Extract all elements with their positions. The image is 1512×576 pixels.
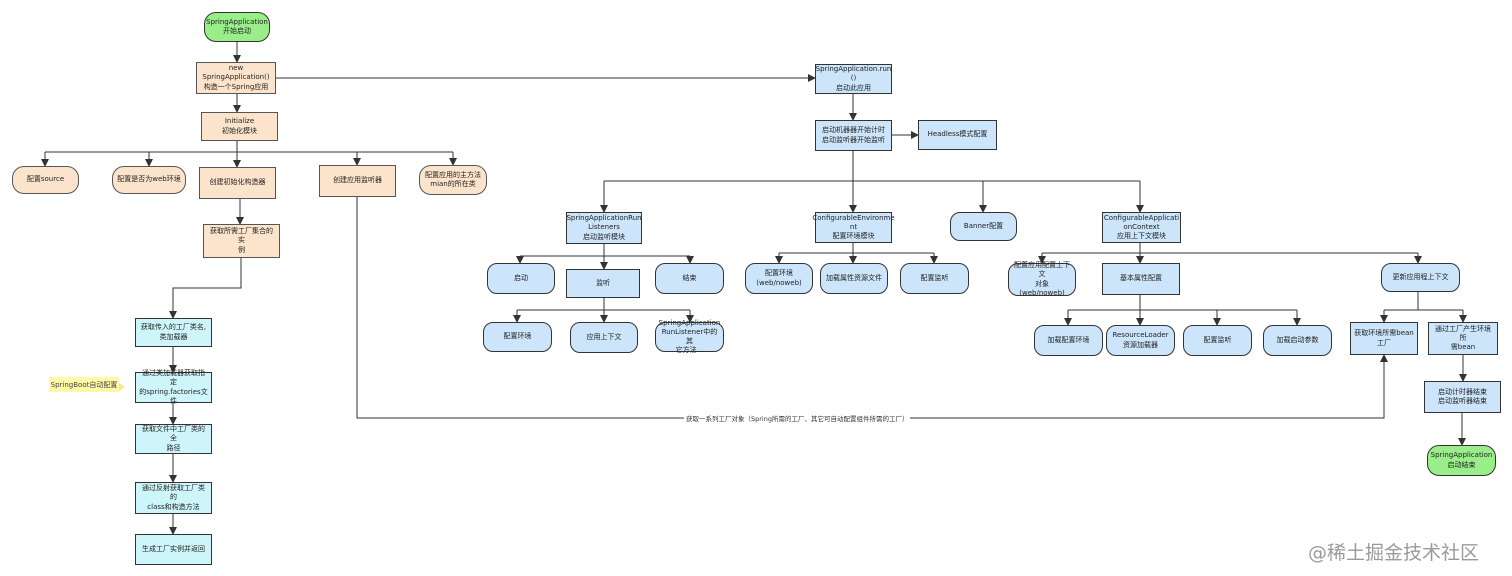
watermark: @稀土掘金技术社区	[1308, 542, 1480, 564]
node-config-env[interactable]: ConfigurableEnvironme nt 配置环境模块	[812, 212, 895, 243]
node-basic-loader[interactable]: ResourceLoader 资源加载器	[1106, 325, 1175, 356]
node-env-web[interactable]: 配置环境 (web/noweb)	[745, 263, 813, 294]
note-springboot-autoconfig: SpringBoot自动配置	[49, 377, 125, 392]
node-get-bean-factory[interactable]: 获取环境所需bean 工厂	[1350, 322, 1418, 355]
node-listener-listen[interactable]: 监听	[566, 269, 640, 298]
node-initialize[interactable]: Initialize 初始化模块	[201, 112, 278, 141]
node-get-factory-set[interactable]: 获取所需工厂集合的实 例	[203, 224, 280, 258]
node-create-instance[interactable]: 生成工厂实例并返回	[135, 534, 212, 565]
node-config-main[interactable]: 配置应用的主方法 mian的所在类	[419, 165, 487, 195]
node-banner[interactable]: Banner配置	[950, 212, 1017, 241]
node-basic-env[interactable]: 加载配置环境	[1034, 325, 1103, 356]
node-start[interactable]: SpringApplication 开始启动	[204, 12, 270, 42]
node-reflect-class[interactable]: 通过反射获取工厂类的 class和构造方法	[135, 482, 212, 514]
node-stop-timer[interactable]: 启动计时器结束 启动监听器结束	[1424, 381, 1501, 413]
node-load-factories[interactable]: 通过类加载器获取指定 的spring.factories文件	[135, 369, 212, 405]
edge-label-factory-objects: 获取一系列工厂对象（Spring所需的工厂、其它可自动配置组件所需的工厂）	[684, 413, 911, 423]
node-create-initializer[interactable]: 创建初始化构造器	[199, 167, 276, 199]
node-create-listener[interactable]: 创建应用监听器	[319, 165, 396, 197]
node-finish[interactable]: SpringApplication 启动结束	[1427, 445, 1496, 476]
node-listener-end[interactable]: 结束	[655, 263, 724, 294]
node-ctx-obj[interactable]: 配置应用配置上下文 对象 (web/noweb)	[1008, 261, 1076, 297]
node-run-listeners[interactable]: SpringApplicationRun Listeners 启动监听模块	[566, 212, 642, 244]
node-basic-args[interactable]: 加载启动参数	[1263, 325, 1332, 356]
node-listen-ctx[interactable]: 应用上下文	[570, 322, 638, 353]
node-env-load[interactable]: 加载属性资源文件	[820, 263, 888, 294]
edge-factoryset-names	[169, 258, 242, 319]
node-env-listen[interactable]: 配置监听	[900, 263, 969, 294]
node-new-app[interactable]: new SpringApplication() 构造一个Spring应用	[196, 62, 276, 94]
node-start-timer[interactable]: 启动机器器开始计时 启动监听器开始监听	[815, 120, 892, 151]
node-config-source[interactable]: 配置source	[12, 166, 79, 194]
node-ctx-basic[interactable]: 基本属性配置	[1102, 263, 1180, 295]
node-ctx-refresh[interactable]: 更新应用程上下文	[1381, 263, 1460, 292]
node-headless[interactable]: Headless模式配置	[918, 120, 997, 150]
node-get-full-path[interactable]: 获取文件中工厂类的全 路径	[135, 424, 212, 454]
node-listen-env[interactable]: 配置环境	[483, 322, 552, 352]
node-produce-bean[interactable]: 通过工厂产生环境所 需bean	[1428, 322, 1498, 355]
node-get-factory-names[interactable]: 获取传入的工厂类名, 类加载器	[135, 318, 212, 347]
node-config-ctx[interactable]: ConfigurableApplicati onContext 应用上下文模块	[1102, 212, 1181, 243]
node-config-web[interactable]: 配置是否为web环境	[112, 166, 186, 194]
node-basic-listen[interactable]: 配置监听	[1183, 325, 1252, 356]
node-run[interactable]: SpringApplication.run () 启动此应用	[815, 64, 892, 94]
node-listen-other[interactable]: SpringApplication RunListener中的其 它方法...	[655, 319, 724, 354]
node-listener-start[interactable]: 启动	[487, 263, 555, 294]
